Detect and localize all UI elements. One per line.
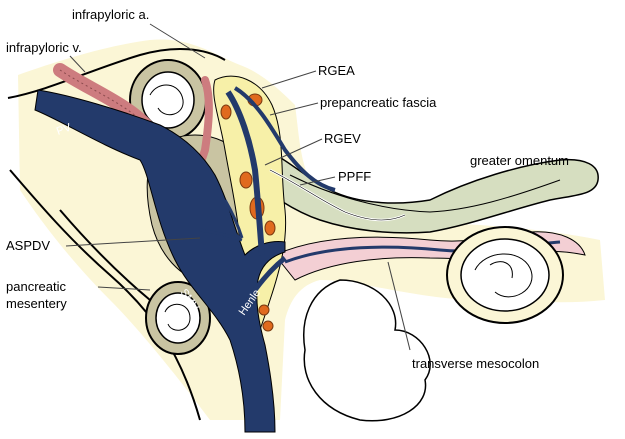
prepancreatic-fascia-label: prepancreatic fascia [320, 95, 437, 110]
infrapyloric-v-label: infrapyloric v. [6, 40, 82, 55]
greater-omentum-label: greater omentum [470, 153, 569, 168]
infrapyloric-a-label: infrapyloric a. [72, 7, 149, 22]
aspdv-label: ASPDV [6, 238, 50, 253]
rgev-label: RGEV [324, 131, 361, 146]
transverse-mesocolon-label: transverse mesocolon [412, 356, 539, 371]
mesentery-label: mesentery [6, 296, 67, 311]
transverse-colon [447, 227, 563, 323]
rgea-label: RGEA [318, 63, 355, 78]
ppff-label: PPFF [338, 169, 371, 184]
pancreatic-label: pancreatic [6, 279, 66, 294]
bowel-loop-bottom [304, 280, 430, 421]
